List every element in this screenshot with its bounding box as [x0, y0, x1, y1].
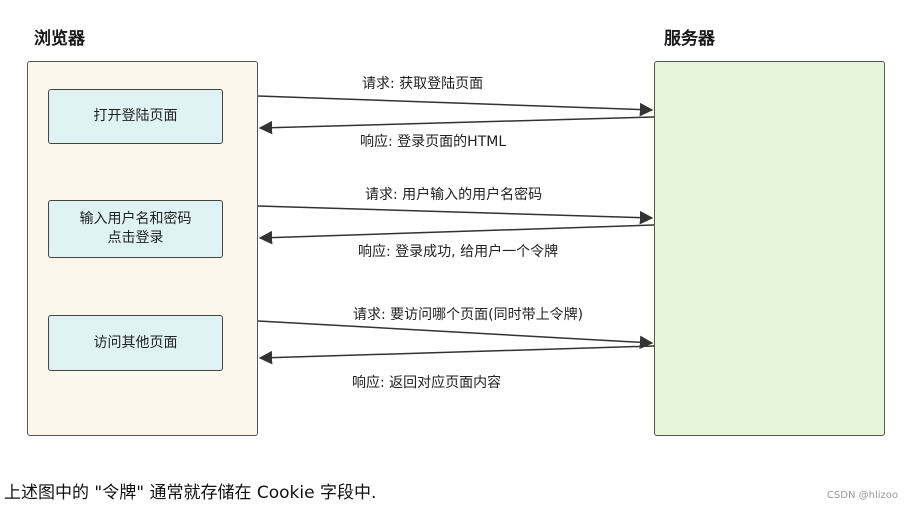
caption-text: 上述图中的 "令牌" 通常就存储在 Cookie 字段中. — [4, 483, 377, 503]
step-label: 点击登录 — [107, 230, 164, 246]
step-label: 打开登陆页面 — [93, 108, 178, 124]
message-label-response: 响应: 返回对应页面内容 — [352, 375, 502, 391]
server-title: 服务器 — [664, 29, 715, 49]
step-open-login-page: 打开登陆页面 — [48, 89, 223, 144]
message-label-response: 响应: 登录页面的HTML — [360, 134, 507, 150]
watermark: CSDN @hlizoo — [826, 490, 898, 501]
request-arrow — [257, 95, 654, 117]
message-label-request: 请求: 获取登陆页面 — [362, 76, 484, 92]
step-label: 输入用户名和密码 — [79, 211, 192, 227]
response-arrow — [258, 116, 655, 135]
step-label: 访问其他页面 — [93, 334, 178, 351]
response-arrow — [258, 224, 655, 245]
step-visit-other-page: 访问其他页面 — [48, 315, 223, 371]
request-arrow — [257, 320, 654, 350]
request-arrow — [257, 205, 654, 225]
step-enter-credentials: 输入用户名和密码 点击登录 — [48, 200, 223, 258]
server-panel — [654, 61, 885, 436]
message-label-request: 请求: 用户输入的用户名密码 — [365, 187, 543, 203]
response-arrow — [258, 345, 655, 365]
message-label-request: 请求: 要访问哪个页面(同时带上令牌) — [353, 307, 584, 323]
browser-title: 浏览器 — [34, 29, 85, 49]
message-label-response: 响应: 登录成功, 给用户一个令牌 — [358, 244, 559, 260]
